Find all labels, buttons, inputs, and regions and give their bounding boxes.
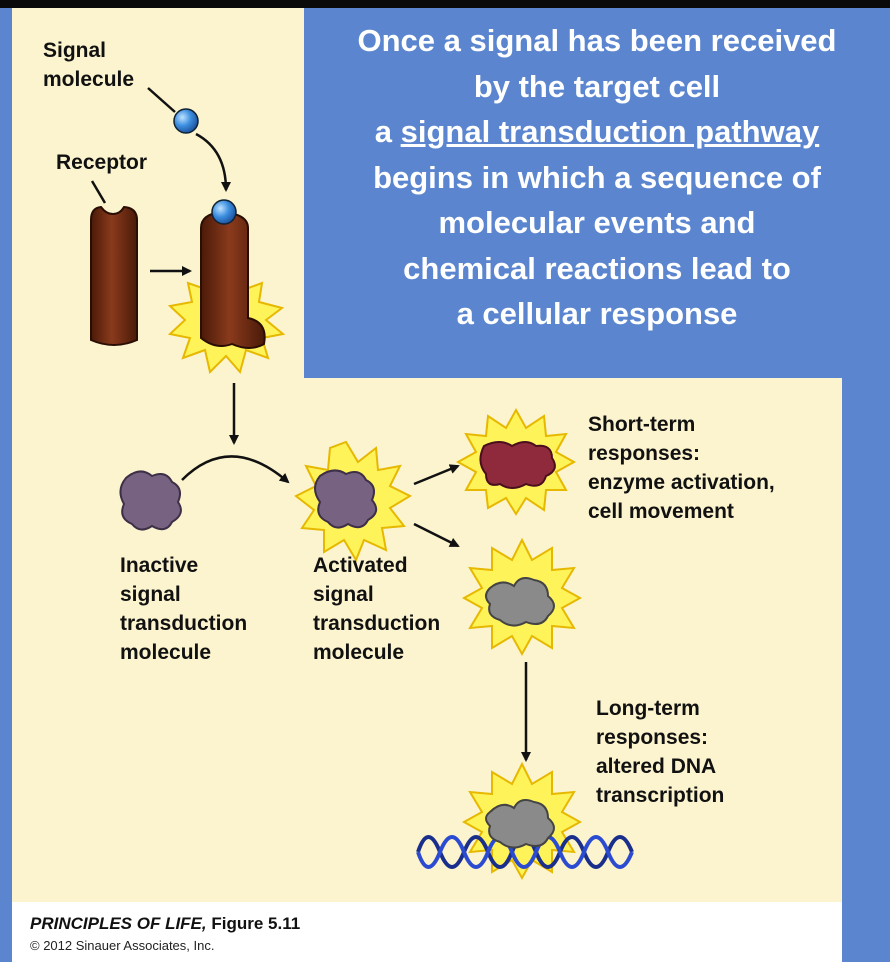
long-term-responses-label: Long-term responses: altered DNA transcr… [596, 697, 725, 807]
callout-line-2: by the target cell [473, 68, 721, 104]
receptor-label: Receptor [56, 151, 148, 174]
signal-molecule-bound [211, 199, 237, 225]
signal-transduction-pathway-term: signal transduction pathway [400, 114, 820, 149]
explanation-callout: Once a signal has been received by the t… [304, 8, 890, 378]
callout-line-3: a signal transduction pathway [304, 109, 890, 155]
callout-line-7: a cellular response [456, 296, 738, 331]
signal-molecule-label: Signal molecule [43, 39, 135, 91]
callout-line-4: begins in which a sequence of [373, 159, 821, 195]
binding-arrow [195, 132, 231, 192]
callout-text: Once a signal has been received by the t… [304, 18, 890, 337]
receptor-pointer [90, 180, 107, 204]
inactive-molecule-label: Inactive signal transduction molecule [120, 554, 248, 664]
book-title: PRINCIPLES OF LIFE, [30, 914, 207, 933]
callout-line-5: molecular events and [438, 205, 756, 240]
signal-molecule-free [173, 108, 199, 134]
callout-line-1: Once a signal has been received [357, 23, 837, 58]
caption-strip [12, 902, 842, 962]
copyright-notice: © 2012 Sinauer Associates, Inc. [30, 938, 215, 953]
callout-line-3-prefix: a [374, 114, 401, 149]
signal-molecule-pointer [147, 87, 176, 113]
receptor-activated [200, 210, 266, 349]
inactive-molecule [119, 470, 182, 531]
arrow-to-short-term [413, 464, 460, 486]
arrow-to-long-term-path [413, 522, 460, 548]
figure-panel-main [12, 374, 842, 902]
figure-caption: PRINCIPLES OF LIFE, Figure 5.11 [30, 914, 300, 934]
activated-molecule-label: Activated signal transduction molecule [313, 554, 441, 664]
top-border [0, 0, 890, 8]
activation-arrow [181, 455, 290, 484]
activated-molecule [314, 469, 378, 529]
short-term-responses-label: Short-term responses: enzyme activation,… [588, 413, 775, 523]
callout-line-6: chemical reactions lead to [403, 250, 791, 286]
gray-molecule [485, 577, 555, 627]
short-term-enzyme [479, 441, 556, 489]
left-border [0, 8, 12, 962]
dna-bound-molecule [485, 799, 555, 849]
receptor-unbound [90, 205, 138, 346]
figure-number: Figure 5.11 [211, 914, 301, 933]
